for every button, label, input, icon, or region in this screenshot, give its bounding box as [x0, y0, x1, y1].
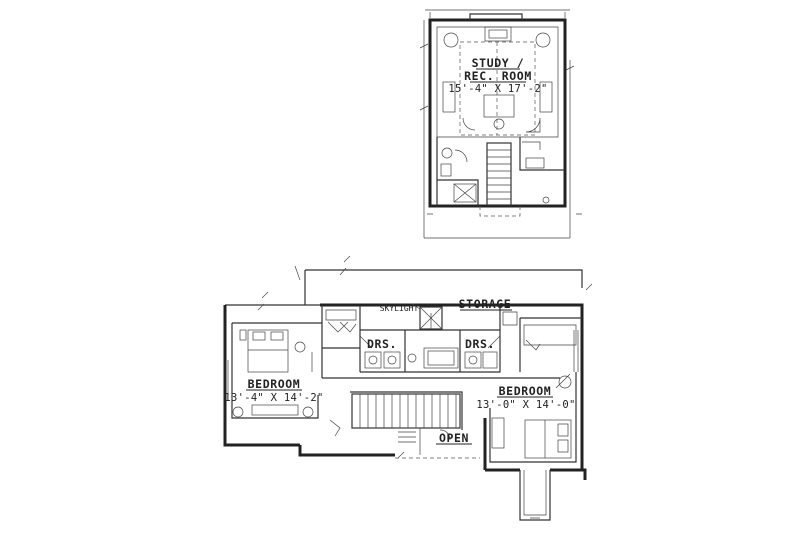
study-dimensions: 15'-4" X 17'-2" [448, 83, 547, 95]
bedroom-left-dimensions: 13'-4" X 14'-2" [224, 392, 323, 404]
skylight-label: SKYLIGHT [380, 304, 419, 313]
bathtub-icon [423, 347, 459, 369]
dresser-icon [251, 404, 299, 416]
dormer-top [469, 13, 523, 20]
drs-right-label: DRS. [465, 337, 495, 351]
bedroom-left-name: BEDROOM [248, 377, 301, 391]
sink-right-icon [383, 351, 401, 369]
toilet-icon [441, 147, 453, 159]
stairs-upper [486, 142, 512, 206]
bed-left-icon [247, 329, 289, 373]
study-name-line2: REC. ROOM [464, 69, 532, 83]
bedroom-right-name: BEDROOM [499, 384, 552, 398]
light-fixture-icon [542, 196, 550, 204]
upper-plan: STUDY / REC. ROOM 15'-4" X 17'-2" [419, 9, 582, 239]
sink-icon [440, 163, 452, 177]
study-outer-wall [428, 18, 567, 208]
desk-icon [483, 94, 515, 118]
toilet-icon [407, 353, 417, 363]
sink-left-icon [364, 351, 382, 369]
chair-icon [535, 32, 551, 48]
open-label: OPEN [439, 431, 469, 445]
window-right [539, 81, 553, 113]
dresser-right-icon [491, 417, 505, 449]
drs-left-label: DRS. [367, 337, 397, 351]
bedroom-right-dimensions: 13'-0" X 14'-0" [476, 399, 575, 411]
left-outer-wall [223, 305, 300, 447]
study-name-line1: STUDY / [472, 56, 525, 70]
window-left [442, 81, 456, 113]
closet [453, 183, 477, 203]
bed-right-icon [524, 419, 572, 459]
chair-icon [443, 32, 459, 48]
stairs-lower [351, 393, 461, 429]
storage-label: STORAGE [459, 297, 512, 311]
sofa-icon [484, 26, 512, 42]
lower-plan: SKYLIGHT STORAGE DRS. DRS. BEDROOM 13'-4… [223, 255, 593, 521]
